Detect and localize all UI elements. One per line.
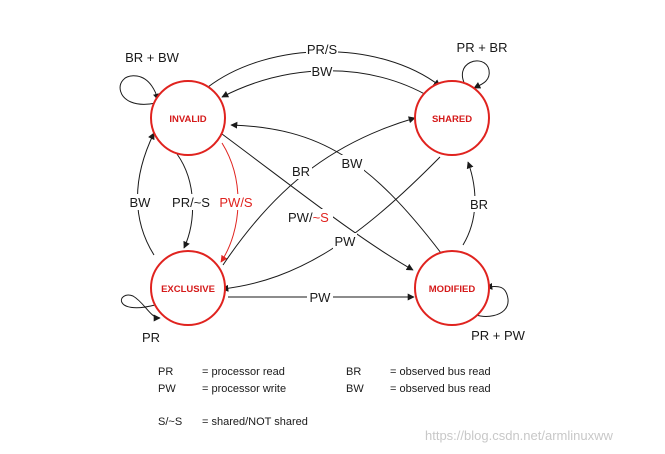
label-exclusive-to-shared: BR	[292, 164, 310, 179]
modified-self-loop	[469, 282, 509, 317]
edge-modified-to-exclusive	[221, 156, 441, 292]
state-modified: MODIFIED	[414, 250, 490, 326]
state-exclusive: EXCLUSIVE	[150, 250, 226, 326]
label-invalid-self: BR + BW	[125, 50, 180, 65]
legend-abbr: PW	[158, 383, 176, 395]
invalid-self-loop	[119, 75, 160, 105]
label-exclusive-to-modified: PW	[310, 290, 332, 305]
label-invalid-to-modified: PW/~S	[288, 210, 329, 225]
label-modified-to-shared: BR	[470, 197, 488, 212]
state-exclusive-label: EXCLUSIVE	[161, 284, 215, 295]
legend-desc: = observed bus read	[390, 383, 491, 395]
label-invalid-to-modified-prefix: PW/	[288, 210, 313, 225]
label-modified-to-exclusive: PW	[335, 234, 357, 249]
watermark: https://blog.csdn.net/armlinuxww	[425, 428, 613, 443]
legend-abbr: BR	[346, 366, 362, 378]
label-invalid-to-exclusive: PR/~S	[172, 195, 210, 210]
label-modified-to-invalid: BW	[342, 156, 364, 171]
legend-desc: = observed bus read	[390, 366, 491, 378]
edge-exclusive-to-shared	[222, 116, 416, 266]
label-invalid-to-exclusive-write: PW/S	[219, 195, 253, 210]
label-invalid-to-modified-suffix: ~S	[313, 210, 330, 225]
legend-abbr: BW	[346, 383, 364, 395]
legend-row: PW = processor write BW = observed bus r…	[150, 383, 570, 399]
state-invalid: INVALID	[150, 80, 226, 156]
legend-desc: = processor read	[202, 366, 285, 378]
label-exclusive-self: PR	[142, 330, 160, 345]
legend-abbr: PR	[158, 366, 174, 378]
label-shared-to-invalid: BW	[312, 64, 334, 79]
state-shared-label: SHARED	[432, 114, 472, 125]
legend-row: S/~S = shared/NOT shared	[150, 416, 570, 432]
shared-self-loop	[461, 60, 490, 89]
legend: PR = processor read BR = observed bus re…	[150, 366, 570, 436]
legend-desc: = processor write	[202, 383, 287, 395]
legend-desc: = shared/NOT shared	[202, 416, 308, 428]
exclusive-self-loop	[120, 294, 161, 322]
state-invalid-label: INVALID	[169, 114, 206, 125]
label-invalid-to-shared: PR/S	[307, 42, 338, 57]
legend-row: PR = processor read BR = observed bus re…	[150, 366, 570, 382]
label-modified-self: PR + PW	[471, 328, 526, 343]
state-shared: SHARED	[414, 80, 490, 156]
legend-abbr: S/~S	[158, 416, 183, 428]
label-exclusive-to-invalid: BW	[130, 195, 152, 210]
label-shared-self: PR + BR	[457, 40, 508, 55]
state-modified-label: MODIFIED	[429, 284, 476, 295]
